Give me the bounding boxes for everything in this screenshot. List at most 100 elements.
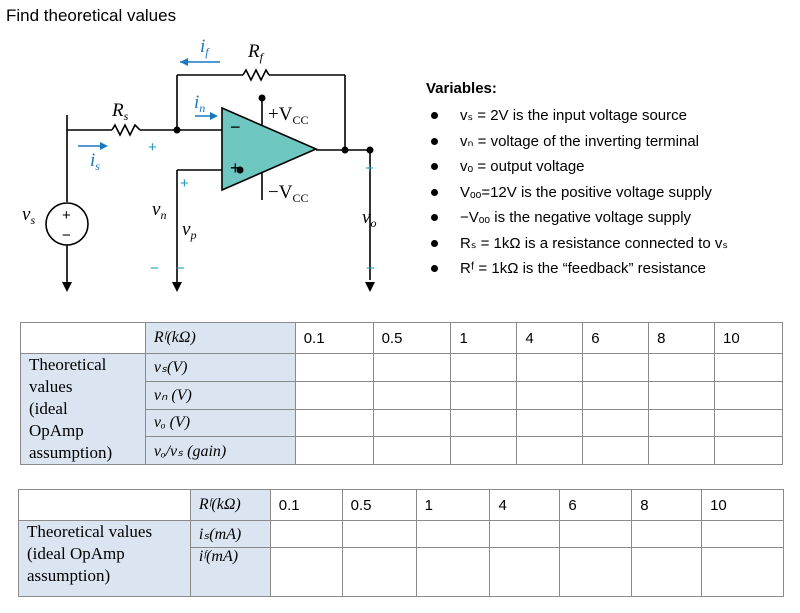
table-cell[interactable] <box>294 408 374 438</box>
table-row: vₙ (V) <box>21 380 783 410</box>
ground-arrow-icon <box>62 282 72 292</box>
table-cell[interactable] <box>582 436 650 465</box>
table-cell[interactable] <box>294 353 374 382</box>
table-cell[interactable] <box>450 408 518 438</box>
table-corner <box>20 322 146 354</box>
theoretical-table-voltages: Rᶠ(kΩ) 0.1 0.5 1 4 6 8 10 Theoretical va… <box>20 322 783 465</box>
rf-label: Rf <box>247 41 265 64</box>
if-label: if <box>200 36 210 59</box>
noninverting-sign: + <box>230 158 241 178</box>
rs-plus-sign: + <box>148 139 157 156</box>
node-dot <box>258 94 266 102</box>
vp-label: vp <box>182 219 196 242</box>
vs-label: vs <box>22 204 35 227</box>
table-cell[interactable] <box>450 353 518 382</box>
table-cell[interactable] <box>701 520 784 548</box>
table-cell[interactable] <box>714 353 783 382</box>
row-label-gain: vₒ/vₛ (gain) <box>144 436 296 465</box>
table-cell[interactable] <box>294 380 374 410</box>
is-label: is <box>90 150 100 173</box>
table-cell[interactable] <box>516 353 584 382</box>
row-label-vs: vₛ(V) <box>144 353 296 382</box>
vn-minus-sign: − <box>150 260 159 277</box>
column-header: 0.1 <box>269 489 343 521</box>
row-label-is: iₛ(mA) <box>189 520 271 548</box>
vo-label: vo <box>362 207 376 230</box>
table-cell[interactable] <box>372 353 452 382</box>
rf-resistor <box>242 68 270 82</box>
table-cell[interactable] <box>559 547 633 597</box>
list-item: vₒ = output voltage <box>426 154 728 180</box>
table-cell[interactable] <box>516 408 584 438</box>
table-cell[interactable] <box>648 408 716 438</box>
table-cell[interactable] <box>582 408 650 438</box>
table-cell[interactable] <box>294 436 374 465</box>
column-header: 4 <box>516 322 584 354</box>
node-dot <box>341 146 349 154</box>
list-item: Vₒₒ=12V is the positive voltage supply <box>426 180 728 206</box>
variables-list: vₛ = 2V is the input voltage source vₙ =… <box>426 103 728 282</box>
table-cell[interactable] <box>701 547 784 597</box>
vn-label: vn <box>152 199 166 222</box>
table-cell[interactable] <box>415 547 491 597</box>
column-header: 0.5 <box>372 322 452 354</box>
rs-resistor <box>111 123 141 137</box>
in-label: in <box>194 92 205 115</box>
table-cell[interactable] <box>415 520 491 548</box>
row-label-if: iᶠ(mA) <box>189 547 271 597</box>
table-cell[interactable] <box>269 520 343 548</box>
table-cell[interactable] <box>582 380 650 410</box>
table-cell[interactable] <box>516 380 584 410</box>
variables-panel: Variables: vₛ = 2V is the input voltage … <box>426 80 728 282</box>
table-cell[interactable] <box>714 380 783 410</box>
table-row: vₒ/vₛ (gain) <box>21 436 783 465</box>
table-row: iᶠ(mA) <box>19 547 784 597</box>
table-row: Theoretical values (ideal OpAmp assumpti… <box>20 353 783 465</box>
table-cell[interactable] <box>648 380 716 410</box>
table-cell[interactable] <box>648 353 716 382</box>
column-header: 4 <box>489 489 561 521</box>
table-cell[interactable] <box>489 547 561 597</box>
variables-heading: Variables: <box>426 80 497 97</box>
list-item: vₙ = voltage of the inverting terminal <box>426 129 728 155</box>
table-cell[interactable] <box>489 520 561 548</box>
table-cell[interactable] <box>341 547 417 597</box>
table-row: Rᶠ(kΩ) 0.1 0.5 1 4 6 8 10 <box>18 489 784 521</box>
table-cell[interactable] <box>516 436 584 465</box>
node-dot <box>236 166 244 174</box>
table-cell[interactable] <box>372 408 452 438</box>
list-item: Rₛ = 1kΩ is a resistance connected to vₛ <box>426 231 728 257</box>
table-cell[interactable] <box>631 520 703 548</box>
voltage-source-symbol <box>45 202 89 246</box>
table-cell[interactable] <box>714 408 783 438</box>
column-header: 8 <box>631 489 703 521</box>
opamp-triangle <box>221 106 319 192</box>
rf-header-label: Rᶠ(kΩ) <box>189 489 271 521</box>
table-cell[interactable] <box>450 380 518 410</box>
in-arrow-icon <box>210 112 218 120</box>
table-cell[interactable] <box>372 436 452 465</box>
table-cell[interactable] <box>269 547 343 597</box>
plus-vcc-label: +VCC <box>268 104 308 127</box>
table-cell[interactable] <box>341 520 417 548</box>
table-cell[interactable] <box>714 436 783 465</box>
table-cell[interactable] <box>582 353 650 382</box>
column-header: 10 <box>714 322 783 354</box>
table-cell[interactable] <box>372 380 452 410</box>
vp-minus-sign: − <box>176 260 185 277</box>
column-header: 8 <box>648 322 716 354</box>
table-row: Rᶠ(kΩ) 0.1 0.5 1 4 6 8 10 <box>20 322 783 354</box>
table-cell[interactable] <box>631 547 703 597</box>
table-cell[interactable] <box>450 436 518 465</box>
column-header: 6 <box>582 322 650 354</box>
table-cell[interactable] <box>559 520 633 548</box>
row-label-vo: vₒ (V) <box>144 408 296 438</box>
opamp-circuit-diagram: − + if Rf Rs in is +VCC −VCC vs vn vp vo… <box>22 36 376 292</box>
group-label: Theoretical values (ideal OpAmp assumpti… <box>20 353 146 465</box>
column-header: 0.1 <box>294 322 374 354</box>
vo-minus-sign: − <box>366 260 375 277</box>
table-cell[interactable] <box>648 436 716 465</box>
column-header: 6 <box>559 489 633 521</box>
inverting-sign: − <box>230 117 241 137</box>
if-arrow-icon <box>180 58 188 66</box>
